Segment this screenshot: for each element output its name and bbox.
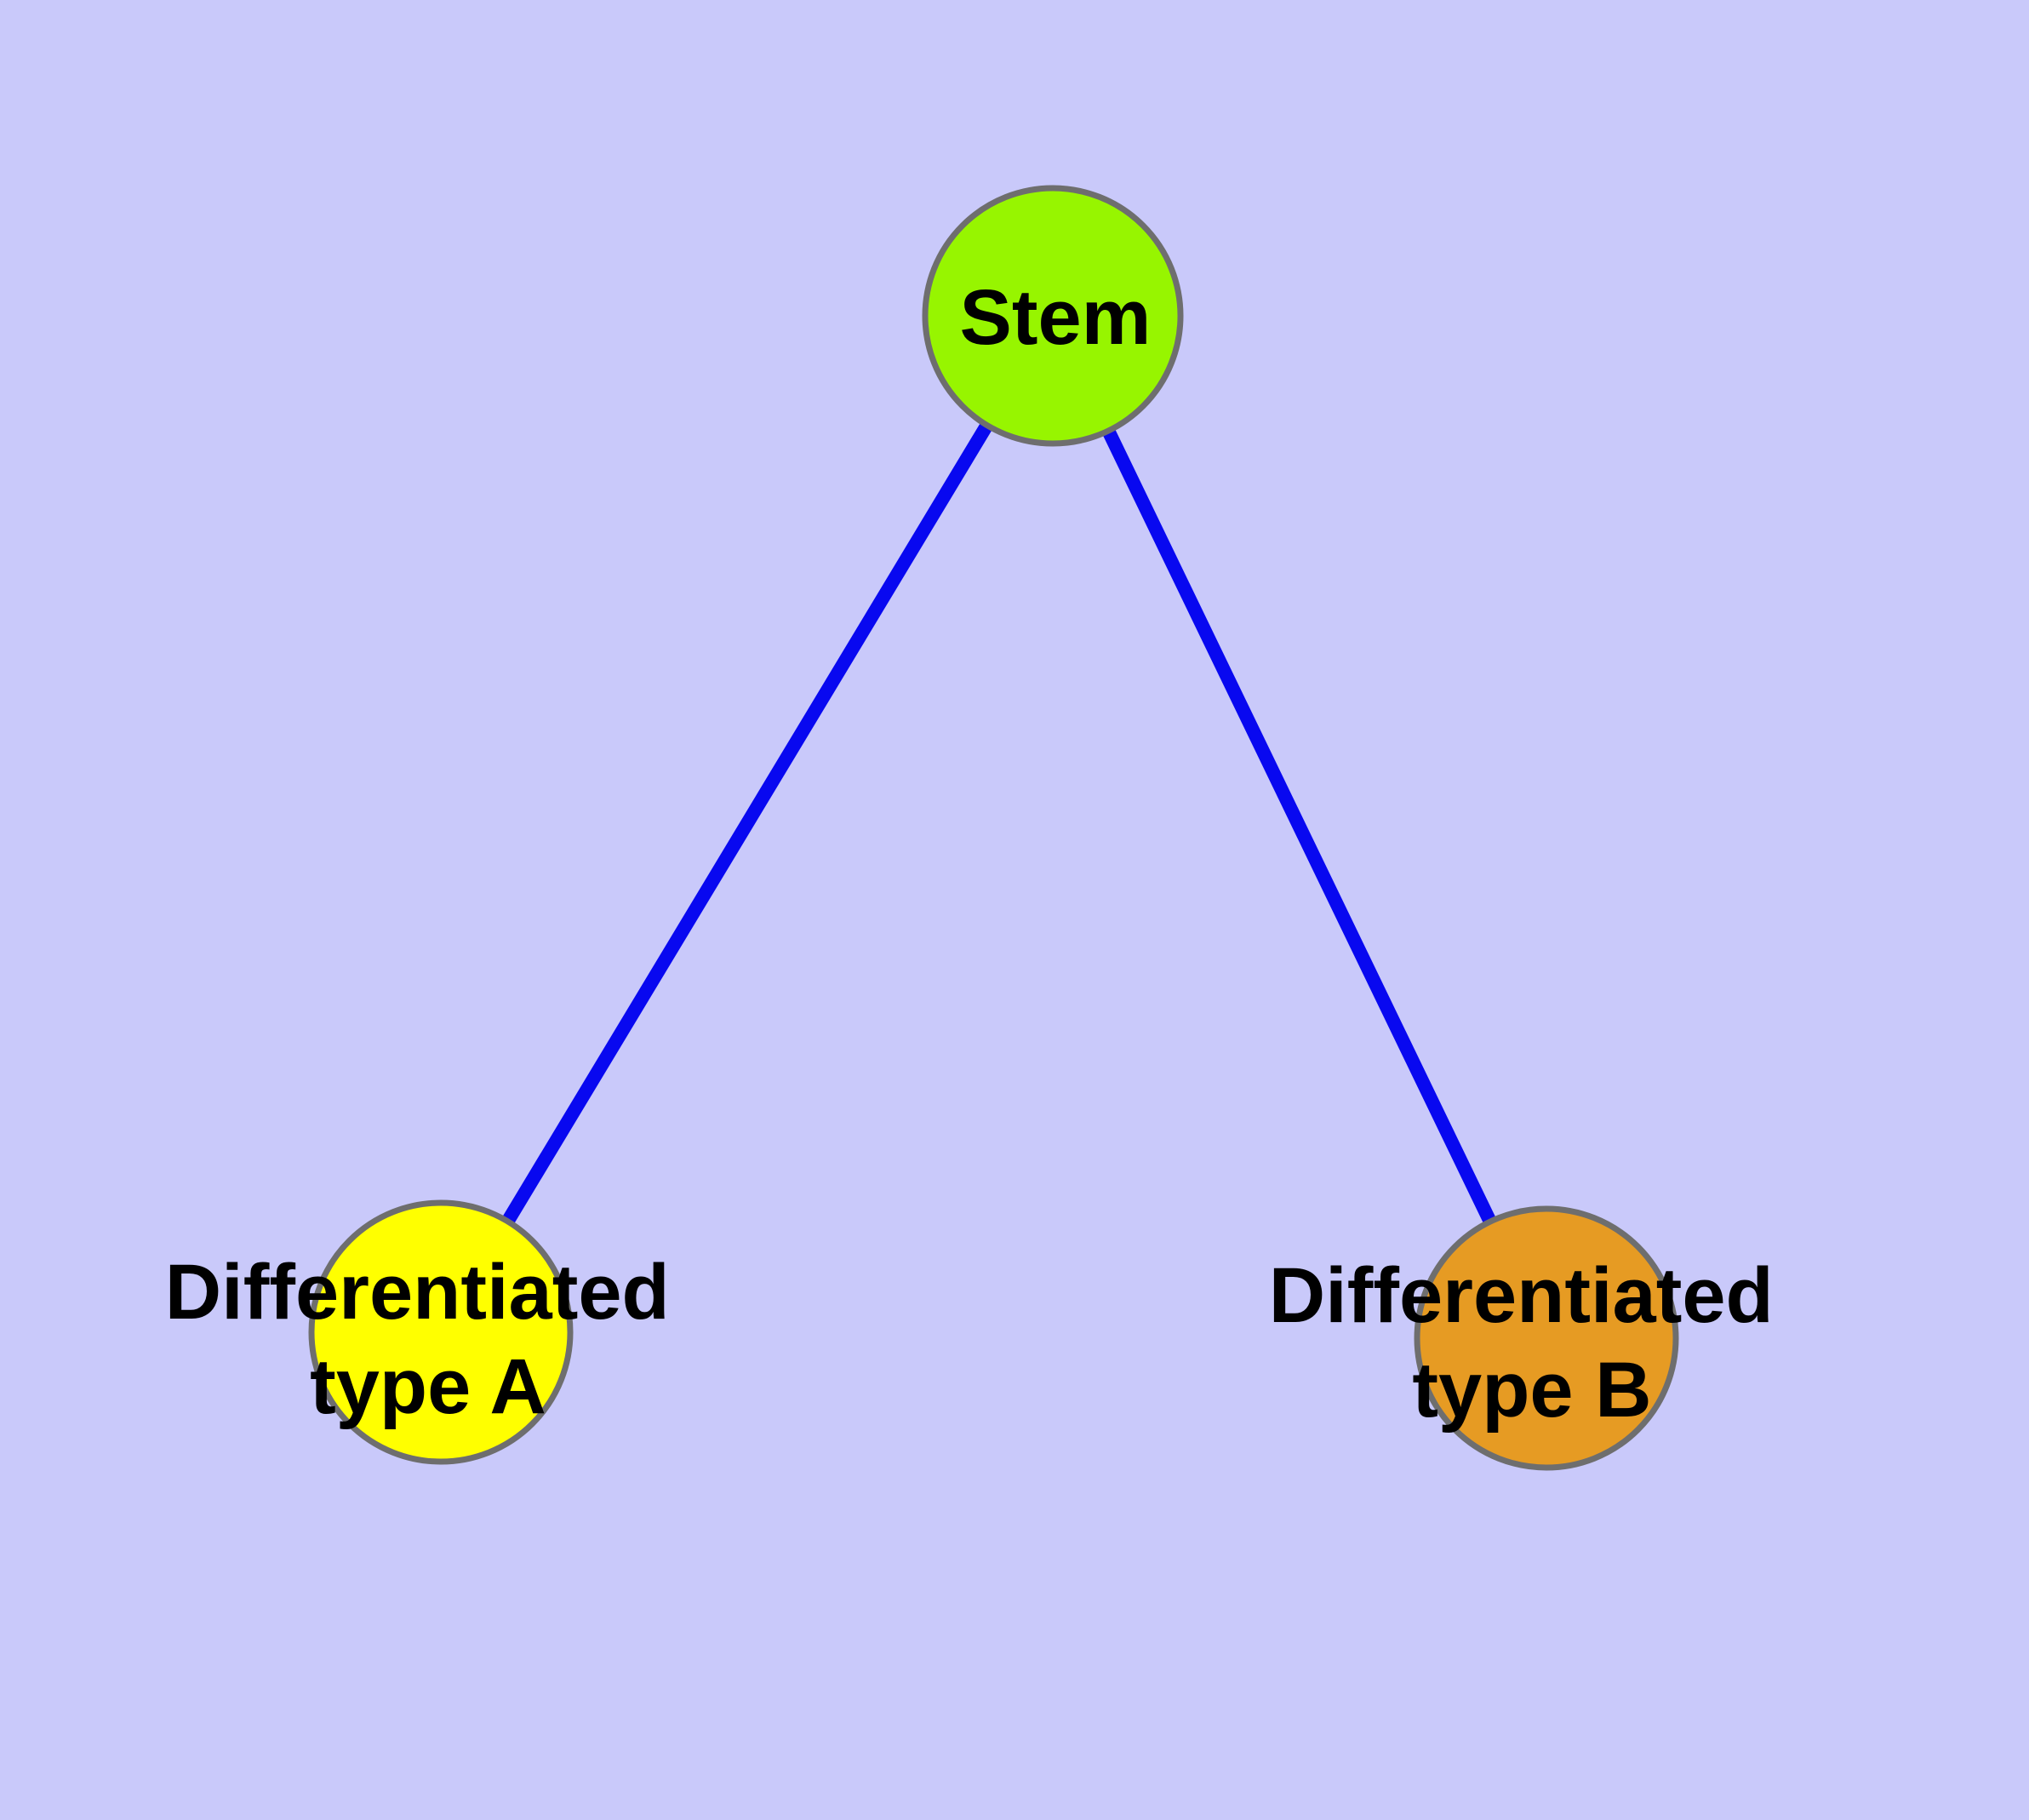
stem-node-circle <box>922 185 1184 447</box>
type-b-label-line1: Differentiated <box>1269 1252 1774 1339</box>
type-a-node-label: Differentiated type A <box>165 1249 692 1430</box>
type-b-label-line2: type B <box>1412 1347 1651 1434</box>
type-a-label-line2: type A <box>310 1343 546 1430</box>
edge-stem-to-type-b <box>1046 309 1553 1345</box>
edge-stem-to-type-a <box>434 309 1060 1339</box>
type-a-label-line1: Differentiated <box>165 1249 670 1336</box>
type-b-node-circle <box>1414 1205 1679 1471</box>
edge-group <box>434 309 1553 1345</box>
type-b-node-label: Differentiated type B <box>1269 1252 1796 1434</box>
node-differentiated-type-a: Differentiated type A <box>165 1199 692 1465</box>
stem-node-label: Stem <box>960 274 1152 361</box>
node-differentiated-type-b: Differentiated type B <box>1269 1205 1796 1471</box>
type-a-node-circle <box>308 1199 574 1465</box>
node-stem: Stem <box>922 185 1184 447</box>
